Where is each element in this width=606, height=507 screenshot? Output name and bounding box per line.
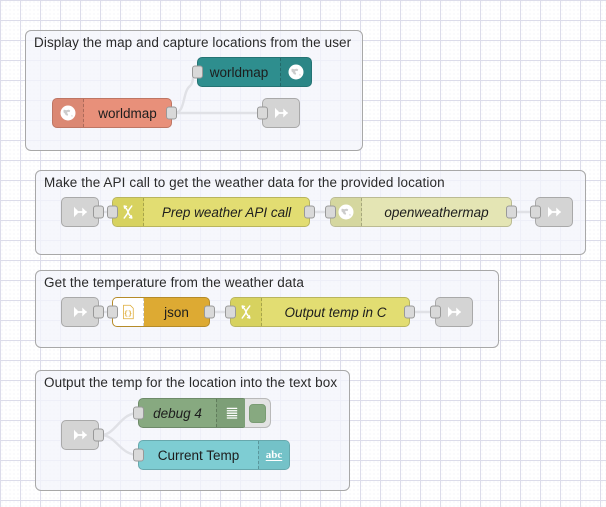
svg-text:{}: {}	[124, 310, 132, 318]
debug-lines-icon	[223, 404, 241, 422]
node-json-input-port[interactable]	[107, 305, 118, 319]
debug-enable-toggle[interactable]	[245, 398, 271, 428]
node-link-out-2-input-port[interactable]	[530, 205, 541, 219]
node-link-out-3-input-port[interactable]	[430, 305, 441, 319]
node-function-prep-output-port[interactable]	[304, 205, 315, 219]
node-link-in-3-icon-slot	[62, 298, 98, 326]
node-json-label: json	[164, 304, 189, 320]
link-in-icon	[71, 203, 89, 221]
globe-icon	[287, 63, 305, 81]
node-function-output-temp[interactable]: Output temp in C	[225, 297, 415, 327]
globe-icon	[337, 203, 355, 221]
node-worldmap-out-input-port[interactable]	[192, 65, 203, 79]
node-openweathermap-input-port[interactable]	[325, 205, 336, 219]
node-function-prep[interactable]: Prep weather API call	[107, 197, 315, 227]
json-braces-icon: {}	[119, 303, 137, 321]
node-link-in-2-icon-slot	[62, 198, 98, 226]
node-link-out-1-input-port[interactable]	[257, 106, 268, 120]
node-link-out-2-icon-slot	[536, 198, 572, 226]
node-function-prep-input-port[interactable]	[107, 205, 118, 219]
node-link-out-1-icon-slot	[263, 99, 299, 127]
node-link-out-3-icon-slot	[436, 298, 472, 326]
group-api-call-label: Make the API call to get the weather dat…	[44, 175, 445, 190]
link-out-icon	[445, 303, 463, 321]
node-function-prep-icon-slot	[113, 198, 144, 226]
function-icon	[119, 203, 137, 221]
node-link-in-4-icon-slot	[62, 421, 98, 449]
node-worldmap-in[interactable]: worldmap	[52, 98, 177, 128]
link-out-icon	[545, 203, 563, 221]
node-link-in-3[interactable]	[61, 297, 104, 327]
node-function-output-temp-output-port[interactable]	[404, 305, 415, 319]
node-openweathermap-label: openweathermap	[384, 204, 489, 220]
node-json-output-port[interactable]	[204, 305, 215, 319]
node-worldmap-in-label: worldmap	[98, 105, 157, 121]
node-link-in-4[interactable]	[61, 420, 104, 450]
function-icon	[237, 303, 255, 321]
node-json-icon-slot: {}	[113, 298, 144, 326]
link-in-icon	[71, 303, 89, 321]
node-debug-4-input-port[interactable]	[133, 406, 144, 420]
node-link-out-3[interactable]	[430, 297, 473, 327]
node-link-in-3-output-port[interactable]	[93, 305, 104, 319]
node-worldmap-out-icon-slot	[280, 58, 311, 86]
group-get-temp-label: Get the temperature from the weather dat…	[44, 275, 304, 290]
node-ui-text-current-temp-input-port[interactable]	[133, 448, 144, 462]
globe-icon	[59, 104, 77, 122]
node-link-out-1[interactable]	[257, 98, 300, 128]
abc-icon: abc	[265, 449, 283, 461]
node-worldmap-out[interactable]: worldmap	[192, 57, 312, 87]
link-out-icon	[272, 104, 290, 122]
group-output-temp-label: Output the temp for the location into th…	[44, 375, 338, 390]
node-link-in-4-output-port[interactable]	[93, 428, 104, 442]
debug-toggle-lamp	[249, 403, 266, 423]
node-worldmap-in-icon-slot	[53, 99, 84, 127]
node-link-out-2[interactable]	[530, 197, 573, 227]
group-display-map-label: Display the map and capture locations fr…	[34, 35, 352, 50]
node-openweathermap-icon-slot	[331, 198, 362, 226]
link-in-icon	[71, 426, 89, 444]
node-ui-text-current-temp[interactable]: Current Temp abc	[133, 440, 290, 470]
node-ui-text-current-temp-icon-slot: abc	[258, 441, 289, 469]
node-json[interactable]: {} json	[107, 297, 215, 327]
node-link-in-2-output-port[interactable]	[93, 205, 104, 219]
node-worldmap-in-output-port[interactable]	[166, 106, 177, 120]
node-debug-4-icon-slot	[216, 399, 247, 427]
node-openweathermap-output-port[interactable]	[506, 205, 517, 219]
node-worldmap-out-label: worldmap	[209, 64, 269, 80]
group-display-map[interactable]: Display the map and capture locations fr…	[25, 30, 363, 151]
node-function-output-temp-icon-slot	[231, 298, 262, 326]
node-debug-4-label: debug 4	[153, 405, 202, 421]
node-debug-4[interactable]: debug 4	[133, 398, 271, 428]
node-function-prep-label: Prep weather API call	[161, 204, 292, 220]
node-function-output-temp-input-port[interactable]	[225, 305, 236, 319]
node-ui-text-current-temp-label: Current Temp	[157, 447, 240, 463]
node-link-in-2[interactable]	[61, 197, 104, 227]
node-function-output-temp-label: Output temp in C	[284, 304, 387, 320]
node-openweathermap[interactable]: openweathermap	[325, 197, 517, 227]
